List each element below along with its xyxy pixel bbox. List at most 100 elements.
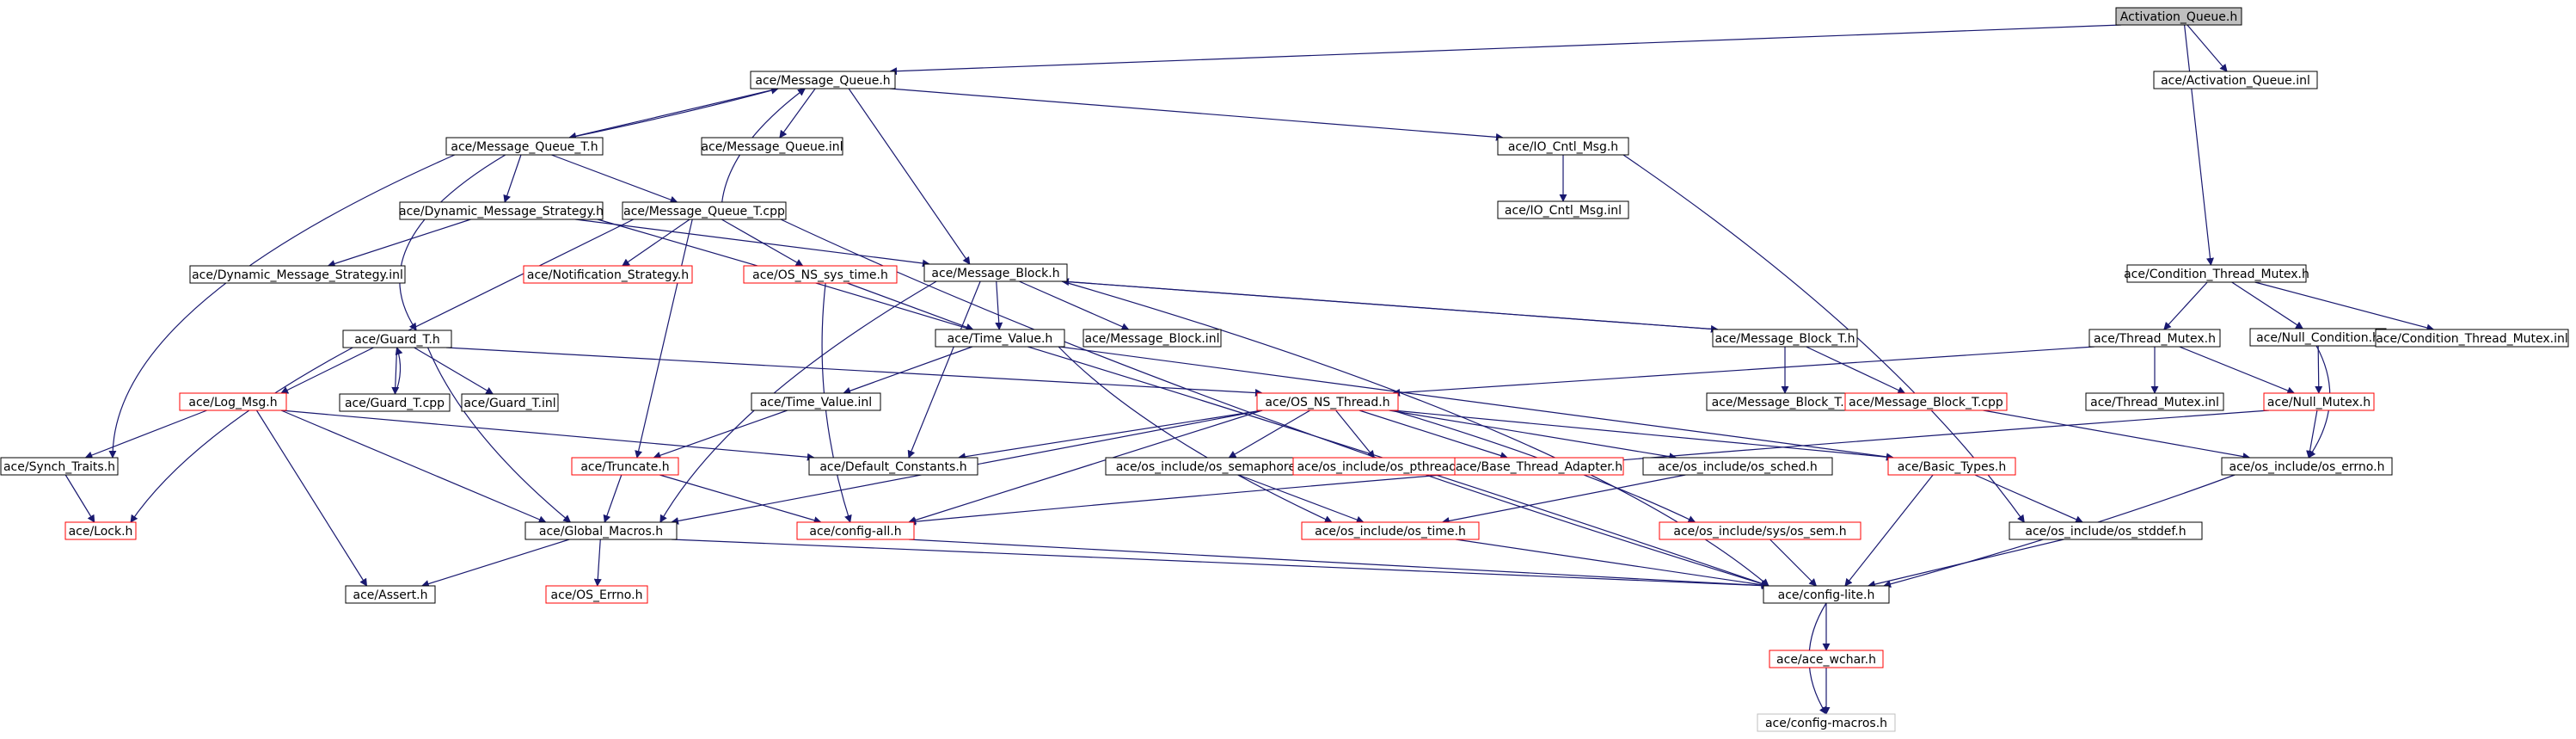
node-box[interactable] bbox=[1763, 585, 1890, 604]
node-box[interactable] bbox=[701, 137, 843, 156]
node-box[interactable] bbox=[189, 265, 406, 284]
node-ace-wchar-h[interactable]: ace/ace_wchar.h bbox=[1769, 650, 1884, 668]
node-box[interactable] bbox=[796, 521, 915, 540]
node-box[interactable] bbox=[339, 393, 451, 412]
node-thread-mutex-h[interactable]: ace/Thread_Mutex.h bbox=[2088, 329, 2221, 348]
node-box[interactable] bbox=[1757, 713, 1896, 732]
node-box[interactable] bbox=[2085, 392, 2224, 411]
node-box[interactable] bbox=[523, 265, 693, 284]
node-box[interactable] bbox=[1454, 457, 1624, 476]
node-config-macros-h[interactable]: ace/config-macros.h bbox=[1757, 713, 1896, 732]
node-log-msg-h[interactable]: ace/Log_Msg.h bbox=[179, 392, 287, 411]
node-box[interactable] bbox=[1844, 392, 2008, 411]
node-os-ns-thread-h[interactable]: ace/OS_NS_Thread.h bbox=[1256, 392, 1399, 411]
node-message-queue-inl[interactable]: ace/Message_Queue.inl bbox=[701, 137, 843, 156]
node-box[interactable] bbox=[2126, 264, 2307, 283]
node-message-block-t-cpp[interactable]: ace/Message_Block_T.cpp bbox=[1844, 392, 2008, 411]
node-box[interactable] bbox=[1497, 200, 1629, 219]
node-message-queue-t-h[interactable]: ace/Message_Queue_T.h bbox=[445, 137, 604, 156]
node-label: ace/os_include/os_sched.h bbox=[1658, 460, 1817, 474]
node-box[interactable] bbox=[1256, 392, 1399, 411]
node-dynamic-message-strategy-inl[interactable]: ace/Dynamic_Message_Strategy.inl bbox=[189, 265, 406, 284]
node-null-condition-h[interactable]: ace/Null_Condition.h bbox=[2249, 328, 2387, 347]
node-box[interactable] bbox=[2115, 7, 2242, 26]
node-config-all-h[interactable]: ace/config-all.h bbox=[796, 521, 915, 540]
node-box[interactable] bbox=[64, 521, 137, 540]
node-guard-t-cpp[interactable]: ace/Guard_T.cpp bbox=[339, 393, 451, 412]
edge-os_include_os_stddef_h-to-config_lite_h bbox=[1867, 539, 2064, 588]
node-box[interactable] bbox=[1083, 329, 1222, 348]
node-box[interactable] bbox=[1497, 137, 1629, 156]
node-guard-t-inl[interactable]: ace/Guard_T.inl bbox=[461, 393, 559, 412]
node-global-macros-h[interactable]: ace/Global_Macros.h bbox=[524, 521, 678, 540]
node-message-queue-t-cpp[interactable]: ace/Message_Queue_T.cpp bbox=[622, 201, 787, 220]
node-io-cntl-msg-h[interactable]: ace/IO_Cntl_Msg.h bbox=[1497, 137, 1629, 156]
node-os-include-os-semaphore-h[interactable]: ace/os_include/os_semaphore.h bbox=[1105, 457, 1318, 476]
node-box[interactable] bbox=[2263, 392, 2375, 411]
node-assert-h[interactable]: ace/Assert.h bbox=[345, 585, 436, 604]
node-config-lite-h[interactable]: ace/config-lite.h bbox=[1763, 585, 1890, 604]
node-basic-types-h[interactable]: ace/Basic_Types.h bbox=[1887, 457, 2016, 476]
node-base-thread-adapter-h[interactable]: ace/Base_Thread_Adapter.h bbox=[1454, 457, 1624, 476]
node-notification-strategy-h[interactable]: ace/Notification_Strategy.h bbox=[523, 265, 693, 284]
node-condition-thread-mutex-h[interactable]: ace/Condition_Thread_Mutex.h bbox=[2124, 264, 2309, 283]
node-message-block-t-h[interactable]: ace/Message_Block_T.h bbox=[1712, 329, 1858, 348]
node-guard-t-h[interactable]: ace/Guard_T.h bbox=[342, 329, 452, 348]
node-lock-h[interactable]: ace/Lock.h bbox=[64, 521, 137, 540]
node-box[interactable] bbox=[1887, 457, 2016, 476]
node-os-ns-sys-time-h[interactable]: ace/OS_NS_sys_time.h bbox=[743, 265, 898, 284]
node-box[interactable] bbox=[622, 201, 787, 220]
node-os-include-os-time-h[interactable]: ace/os_include/os_time.h bbox=[1301, 521, 1480, 540]
node-os-include-os-errno-h[interactable]: ace/os_include/os_errno.h bbox=[2221, 457, 2393, 476]
node-os-errno-h[interactable]: ace/OS_Errno.h bbox=[545, 585, 648, 604]
node-box[interactable] bbox=[524, 521, 678, 540]
node-box[interactable] bbox=[923, 263, 1068, 282]
node-box[interactable] bbox=[1769, 650, 1884, 668]
node-thread-mutex-inl[interactable]: ace/Thread_Mutex.inl bbox=[2085, 392, 2224, 411]
edge-message_queue_t_h-to-synch_traits_h bbox=[108, 154, 456, 459]
node-message-queue-h[interactable]: ace/Message_Queue.h bbox=[750, 71, 896, 89]
node-activation-queue-inl[interactable]: ace/Activation_Queue.inl bbox=[2153, 71, 2318, 89]
node-box[interactable] bbox=[345, 585, 436, 604]
node-message-block-inl[interactable]: ace/Message_Block.inl bbox=[1083, 329, 1222, 348]
node-box[interactable] bbox=[2009, 521, 2203, 540]
node-box[interactable] bbox=[1712, 329, 1858, 348]
node-box[interactable] bbox=[1642, 457, 1833, 476]
node-message-block-h[interactable]: ace/Message_Block.h bbox=[923, 263, 1068, 282]
node-null-mutex-h[interactable]: ace/Null_Mutex.h bbox=[2263, 392, 2375, 411]
node-dynamic-message-strategy-h[interactable]: ace/Dynamic_Message_Strategy.h bbox=[399, 201, 604, 220]
node-message-block-t-inl[interactable]: ace/Message_Block_T.inl bbox=[1706, 392, 1864, 411]
node-synch-traits-h[interactable]: ace/Synch_Traits.h bbox=[0, 457, 119, 476]
node-os-include-os-stddef-h[interactable]: ace/os_include/os_stddef.h bbox=[2009, 521, 2203, 540]
node-box[interactable] bbox=[743, 265, 898, 284]
node-box[interactable] bbox=[2221, 457, 2393, 476]
node-box[interactable] bbox=[2153, 71, 2318, 89]
edge-log_msg_h-to-global_macros_h bbox=[280, 410, 547, 523]
node-box[interactable] bbox=[545, 585, 648, 604]
node-box[interactable] bbox=[1301, 521, 1480, 540]
node-box[interactable] bbox=[179, 392, 287, 411]
node-box[interactable] bbox=[571, 457, 679, 476]
node-box[interactable] bbox=[808, 457, 978, 476]
node-box[interactable] bbox=[0, 457, 119, 476]
node-box[interactable] bbox=[935, 329, 1065, 348]
node-box[interactable] bbox=[751, 392, 881, 411]
node-box[interactable] bbox=[445, 137, 604, 156]
node-io-cntl-msg-inl[interactable]: ace/IO_Cntl_Msg.inl bbox=[1497, 200, 1629, 219]
node-os-include-os-pthread-h[interactable]: ace/os_include/os_pthread.h bbox=[1292, 457, 1473, 476]
node-box[interactable] bbox=[1659, 521, 1861, 540]
node-box[interactable] bbox=[2375, 329, 2569, 348]
node-os-include-sys-os-sem-h[interactable]: ace/os_include/sys/os_sem.h bbox=[1659, 521, 1861, 540]
node-box[interactable] bbox=[461, 393, 559, 412]
node-time-value-inl[interactable]: ace/Time_Value.inl bbox=[751, 392, 881, 411]
node-condition-thread-mutex-inl[interactable]: ace/Condition_Thread_Mutex.inl bbox=[2375, 329, 2569, 348]
node-box[interactable] bbox=[750, 71, 896, 89]
node-box[interactable] bbox=[399, 201, 604, 220]
node-box[interactable] bbox=[2088, 329, 2221, 348]
node-time-value-h[interactable]: ace/Time_Value.h bbox=[935, 329, 1065, 348]
node-box[interactable] bbox=[342, 329, 452, 348]
node-truncate-h[interactable]: ace/Truncate.h bbox=[571, 457, 679, 476]
node-activation-queue-h[interactable]: Activation_Queue.h bbox=[2115, 7, 2242, 26]
node-default-constants-h[interactable]: ace/Default_Constants.h bbox=[808, 457, 978, 476]
node-os-include-os-sched-h[interactable]: ace/os_include/os_sched.h bbox=[1642, 457, 1833, 476]
